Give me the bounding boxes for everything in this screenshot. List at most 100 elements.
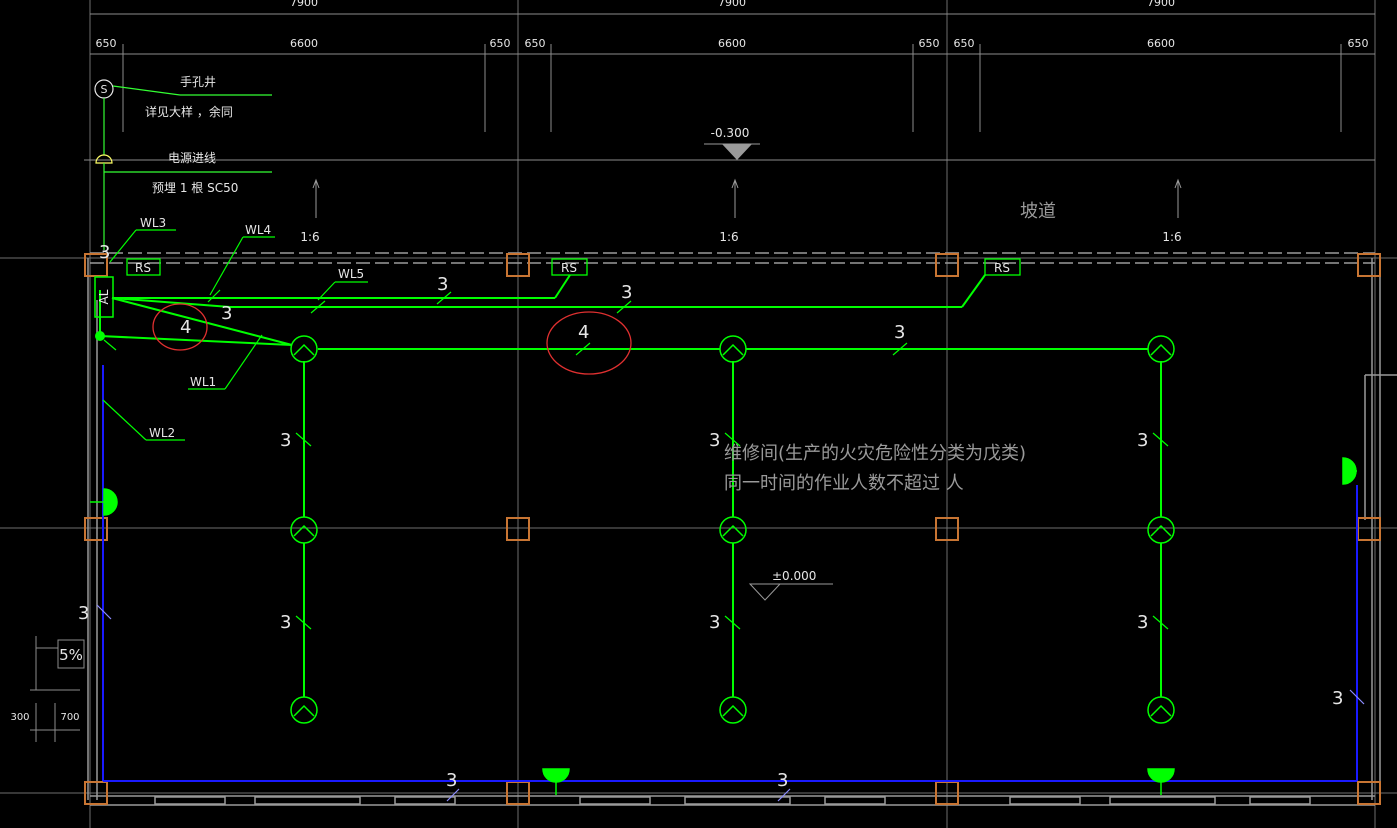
- circuit-wl2: WL2: [149, 426, 175, 440]
- rs-box: [126, 258, 161, 276]
- handhole-title: 手孔井: [180, 75, 216, 89]
- elevation-top-value: -0.300: [711, 126, 750, 140]
- rs-boxes: RS RS RS: [126, 258, 1021, 276]
- wire-count: 3: [437, 274, 448, 295]
- light-fixture-icon: [1147, 696, 1175, 724]
- wire-count: 3: [99, 242, 110, 263]
- column: [84, 517, 108, 541]
- segment-dim: 650: [490, 37, 511, 50]
- legend: S 手孔井 详见大样 ，余同 电源进线 预埋 1 根 SC50: [94, 75, 272, 250]
- column: [935, 253, 959, 277]
- blue-wiring: [102, 365, 1358, 782]
- handhole-symbol: S: [101, 83, 108, 96]
- wire-count: 3: [221, 303, 232, 324]
- columns: [84, 253, 1381, 805]
- circuit-wl3: WL3: [140, 216, 166, 230]
- rs-label: RS: [561, 261, 577, 275]
- column: [84, 781, 108, 805]
- light-fixture-icon: [290, 696, 318, 724]
- socket-icon: [90, 488, 118, 516]
- dimension-lines: [84, 13, 1375, 161]
- junction-icon: [95, 331, 105, 341]
- slope-arrows: [312, 178, 1182, 218]
- elevation-floor: ±0.000: [748, 569, 833, 601]
- column: [935, 517, 959, 541]
- wire-count: 3: [621, 282, 632, 303]
- segment-dim: 650: [1348, 37, 1369, 50]
- elevation-marker-icon: [748, 583, 782, 601]
- luminaires: [290, 335, 1175, 724]
- segment-dim: 6600: [1147, 37, 1175, 50]
- segment-dimensions: 650 6600 650 650 6600 650 650 6600 650: [96, 37, 1369, 50]
- wire-count: 3: [78, 603, 89, 624]
- wire-count: 3: [1332, 688, 1343, 709]
- light-fixture-icon: [719, 696, 747, 724]
- wire-count: 3: [280, 430, 291, 451]
- handhole-note: 详见大样 ，余同: [145, 104, 233, 119]
- side-dim-a: 300: [10, 712, 29, 723]
- rs-label: RS: [135, 261, 151, 275]
- power-note: 预埋 1 根 SC50: [152, 181, 238, 195]
- light-fixture-icon: [719, 335, 747, 363]
- blue-ticks: [96, 604, 1365, 802]
- socket-icon: [1342, 457, 1357, 485]
- segment-dim: 650: [525, 37, 546, 50]
- segment-dim: 650: [96, 37, 117, 50]
- column: [84, 253, 108, 277]
- room-note: 同一时间的作业人数不超过 人: [724, 473, 964, 494]
- highlight-ellipse: [546, 311, 632, 375]
- wire-count: 3: [1137, 612, 1148, 633]
- wire-count: 3: [777, 770, 788, 791]
- wire-count: 4: [578, 322, 589, 343]
- wire-count: 3: [709, 430, 720, 451]
- light-fixture-icon: [1147, 335, 1175, 363]
- light-fixture-icon: [1147, 516, 1175, 544]
- side-detail: [30, 636, 85, 742]
- wire-count: 4: [180, 317, 191, 338]
- circuit-wl5: WL5: [338, 267, 364, 281]
- wiring: [99, 274, 1162, 697]
- wire-count: 3: [446, 770, 457, 791]
- segment-dim: 650: [954, 37, 975, 50]
- segment-dim: 6600: [290, 37, 318, 50]
- column: [1357, 781, 1381, 805]
- light-fixture-icon: [719, 516, 747, 544]
- rs-label: RS: [994, 261, 1010, 275]
- wire-ticks: [207, 289, 1169, 630]
- top-total-2: 7900: [718, 0, 746, 9]
- socket-icon: [1147, 768, 1175, 795]
- elevation-marker-icon: [722, 144, 752, 160]
- main-panel-label: AL: [97, 289, 111, 304]
- main-panel-box: [94, 276, 114, 318]
- elevation-top: -0.300: [704, 126, 760, 160]
- rs-box: [551, 258, 588, 276]
- wire-count: 3: [709, 612, 720, 633]
- highlight-marks: [152, 303, 632, 375]
- circuit-wl4: WL4: [245, 223, 271, 237]
- circuit-leaders: [102, 229, 368, 441]
- top-total-1: 7900: [290, 0, 318, 9]
- light-fixture-icon: [290, 335, 318, 363]
- elevation-floor-value: ±0.000: [772, 569, 816, 583]
- top-totals: 7900 7900 7900: [290, 0, 1175, 9]
- rs-box: [984, 258, 1021, 276]
- room-name: 维修间(生产的火灾危险性分类为戊类): [724, 443, 1026, 464]
- top-total-3: 7900: [1147, 0, 1175, 9]
- column: [506, 517, 530, 541]
- highlight-ellipse: [152, 303, 208, 351]
- power-entry-icon: [95, 154, 113, 164]
- ramp-label: 坡道: [1020, 201, 1056, 222]
- side-dim-b: 700: [60, 712, 79, 723]
- circuit-wl1: WL1: [190, 375, 216, 389]
- wire-count: 3: [280, 612, 291, 633]
- column: [506, 253, 530, 277]
- segment-dim: 650: [919, 37, 940, 50]
- wire-counts: 3 3 3 3 4 4 3 3 3 3 3 3 3 3 3 3 3: [78, 242, 1343, 791]
- socket-icon: [542, 768, 570, 795]
- wire-count: 3: [1137, 430, 1148, 451]
- wire-count: 3: [894, 322, 905, 343]
- segment-dim: 6600: [718, 37, 746, 50]
- sockets: [90, 457, 1357, 795]
